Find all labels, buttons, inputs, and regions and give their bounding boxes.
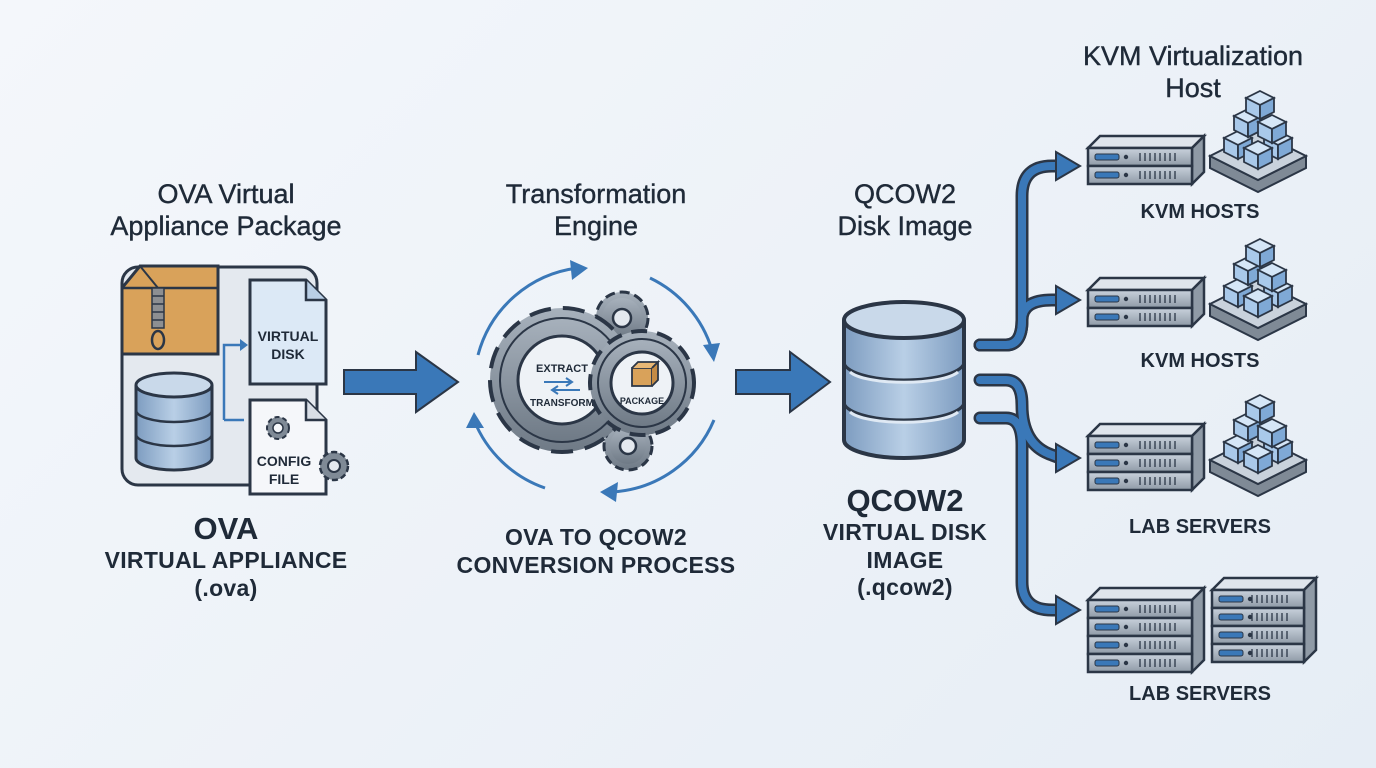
flow-arrow-ova-to-engine [343, 350, 460, 414]
engine-heading: Transformation Engine [446, 178, 746, 243]
ova-heading-line1: OVA Virtual [157, 179, 295, 209]
server-rack-icon-4 [1084, 584, 1208, 676]
engine-caption-line1: OVA TO QCOW2 [504, 524, 688, 550]
kvm-heading: KVM Virtualization Host [1050, 40, 1336, 105]
qcow2-title: QCOW2 [846, 483, 964, 518]
vm-cube-stack-icon-3 [1207, 393, 1309, 498]
target-label-4: LAB SERVERS [1129, 683, 1271, 705]
qcow2-subtitle-line3: (.qcow2) [857, 574, 953, 601]
gear-icon [318, 450, 350, 482]
package-label: PACKAGE [620, 396, 664, 406]
engine-heading-line2: Engine [553, 211, 639, 242]
small-gear-icon-bottom [602, 420, 654, 472]
kvm-heading-line1: KVM Virtualization [1082, 41, 1304, 71]
target-label-3: LAB SERVERS [1129, 516, 1271, 538]
ova-package-icon: VIRTUAL DISK CONFIG FILE [120, 264, 350, 496]
ova-title: OVA [193, 511, 259, 546]
kvm-heading-line2: Host [1165, 73, 1221, 104]
distribution-arrows [973, 159, 1067, 617]
qcow2-database-icon [842, 300, 966, 460]
transform-label: TRANSFORM [530, 398, 594, 409]
engine-caption-line2: CONVERSION PROCESS [456, 551, 736, 578]
flow-arrow-engine-to-qcow2 [735, 350, 832, 414]
ova-subtitle-line1: VIRTUAL APPLIANCE [104, 547, 348, 574]
package-box-icon-small [631, 359, 661, 387]
config-file-label-line2: FILE [269, 471, 299, 487]
small-gear-icon [266, 416, 290, 440]
qcow2-subtitle-line1: VIRTUAL DISK [822, 519, 988, 546]
qcow2-caption: QCOW2 VIRTUAL DISK IMAGE (.qcow2) [800, 482, 1010, 602]
large-gear-icon: EXTRACT TRANSFORM [488, 306, 636, 454]
extract-label: EXTRACT [536, 363, 588, 375]
engine-caption: OVA TO QCOW2 CONVERSION PROCESS [446, 524, 746, 579]
server-rack-icon-3 [1084, 420, 1208, 494]
vm-cube-stack-icon-1 [1207, 89, 1309, 194]
target-label-2: KVM HOSTS [1140, 350, 1260, 372]
qcow2-subtitle-line2: IMAGE [866, 546, 944, 573]
target-label-1: KVM HOSTS [1140, 201, 1260, 223]
config-file-document-icon: CONFIG FILE [248, 398, 350, 496]
ova-database-icon [134, 371, 214, 472]
transformation-engine-icon: EXTRACT TRANSFORM PACKAGE [466, 260, 720, 502]
config-file-label-line1: CONFIG [257, 453, 312, 469]
ova-heading: OVA Virtual Appliance Package [70, 178, 382, 243]
arrow-heads [1055, 150, 1082, 626]
virtual-disk-document-icon: VIRTUAL DISK [248, 278, 328, 386]
ova-subtitle-line2: (.ova) [194, 574, 258, 601]
package-gear-icon: PACKAGE [588, 329, 696, 437]
qcow2-heading: QCOW2 Disk Image [800, 178, 1010, 243]
package-box-icon [120, 264, 220, 356]
ova-heading-line2: Appliance Package [110, 211, 342, 242]
vm-cube-stack-icon-2 [1207, 237, 1309, 342]
server-rack-icon-2 [1084, 274, 1208, 330]
server-rack-icon-5 [1208, 574, 1320, 666]
server-rack-icon-1 [1084, 132, 1208, 188]
virtual-disk-label-line2: DISK [271, 346, 304, 362]
qcow2-heading-line2: Disk Image [837, 211, 973, 242]
ova-caption: OVA VIRTUAL APPLIANCE (.ova) [70, 510, 382, 602]
virtual-disk-label-line1: VIRTUAL [258, 328, 319, 344]
qcow2-heading-line1: QCOW2 [853, 179, 956, 209]
engine-heading-line1: Transformation [505, 179, 687, 209]
